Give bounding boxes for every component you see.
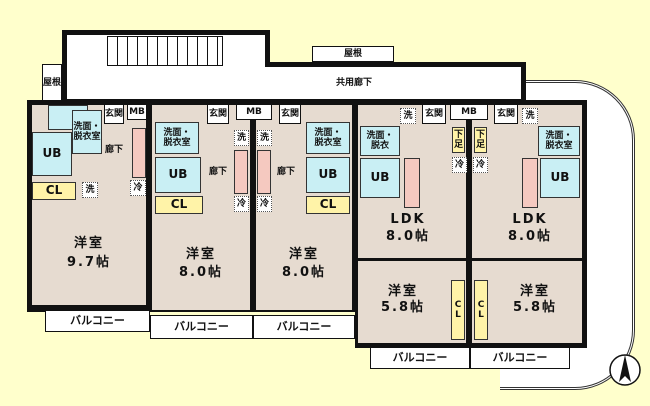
closet: C L	[451, 280, 465, 340]
unit-bath: UB	[155, 157, 201, 193]
fridge-space: 冷	[452, 157, 467, 173]
unit-bath: UB	[360, 158, 400, 198]
ldk-size: 8.0帖	[385, 228, 431, 244]
shoe-closet: 下 足	[474, 127, 487, 153]
ldk-label: LDK	[512, 211, 548, 227]
room-size: 5.8帖	[380, 299, 426, 315]
room-size: 8.0帖	[178, 264, 224, 280]
washroom: 洗面・ 脱衣室	[155, 122, 199, 154]
fridge-space: 冷	[234, 196, 249, 212]
room-label: 洋室	[519, 283, 550, 299]
ldk-size: 8.0帖	[507, 228, 553, 244]
washer-space: 洗	[257, 130, 272, 146]
meter-box: MB	[127, 104, 147, 120]
washer-space: 洗	[400, 108, 416, 124]
room-label: 洋室	[73, 235, 104, 251]
balcony-3: バルコニー	[253, 315, 355, 339]
room-label: 洋室	[185, 246, 216, 262]
closet: CL	[306, 196, 350, 214]
roof-top: 屋根	[312, 46, 394, 62]
balcony-5: バルコニー	[470, 347, 570, 369]
unit-bath: UB	[540, 158, 580, 198]
entrance: 玄関	[207, 104, 229, 124]
meter-box-shared: MB	[236, 104, 272, 120]
kitchen	[257, 150, 271, 194]
fridge-space: 冷	[130, 180, 146, 196]
hallway: 廊下	[276, 166, 295, 177]
stairs	[107, 36, 223, 66]
room-size: 5.8帖	[512, 299, 558, 315]
room-label: 洋室	[387, 283, 418, 299]
balcony-1: バルコニー	[45, 310, 150, 332]
north-arrow-icon	[609, 354, 641, 386]
kitchen	[234, 150, 248, 194]
partition	[472, 258, 582, 261]
hallway: 廊下	[104, 144, 123, 155]
room-size: 8.0帖	[281, 264, 327, 280]
balcony-2: バルコニー	[150, 315, 253, 339]
balcony-4: バルコニー	[370, 347, 470, 369]
unit-bath: UB	[32, 132, 72, 176]
entrance: 玄関	[104, 104, 124, 124]
closet: CL	[32, 182, 76, 200]
washer-space: 洗	[234, 130, 249, 146]
entrance: 玄関	[494, 104, 518, 124]
room-size: 9.7帖	[66, 254, 112, 270]
ldk-label: LDK	[390, 211, 426, 227]
unit-bath: UB	[306, 157, 350, 193]
washer-space: 洗	[522, 108, 538, 124]
closet: CL	[155, 196, 203, 214]
shoe-closet: 下 足	[452, 127, 465, 153]
kitchen	[132, 128, 146, 178]
washroom: 洗面・ 脱衣室	[538, 126, 580, 156]
washer-space: 洗	[82, 182, 98, 198]
partition	[358, 258, 466, 261]
meter-box-shared-2: MB	[450, 104, 488, 120]
room-label: 洋室	[288, 246, 319, 262]
roof-left: 屋根	[42, 64, 62, 102]
kitchen	[404, 158, 420, 208]
corridor-label: 共用廊下	[335, 77, 372, 88]
entrance: 玄関	[422, 104, 446, 124]
fridge-space: 冷	[473, 157, 488, 173]
hallway: 廊下	[208, 166, 227, 177]
washroom: 洗面・ 脱衣	[360, 126, 400, 156]
washroom: 洗面・ 脱衣室	[72, 110, 102, 154]
washroom: 洗面・ 脱衣室	[306, 122, 350, 154]
fridge-space: 冷	[257, 196, 272, 212]
entrance: 玄関	[279, 104, 301, 124]
closet: C L	[474, 280, 488, 340]
kitchen	[522, 158, 538, 208]
